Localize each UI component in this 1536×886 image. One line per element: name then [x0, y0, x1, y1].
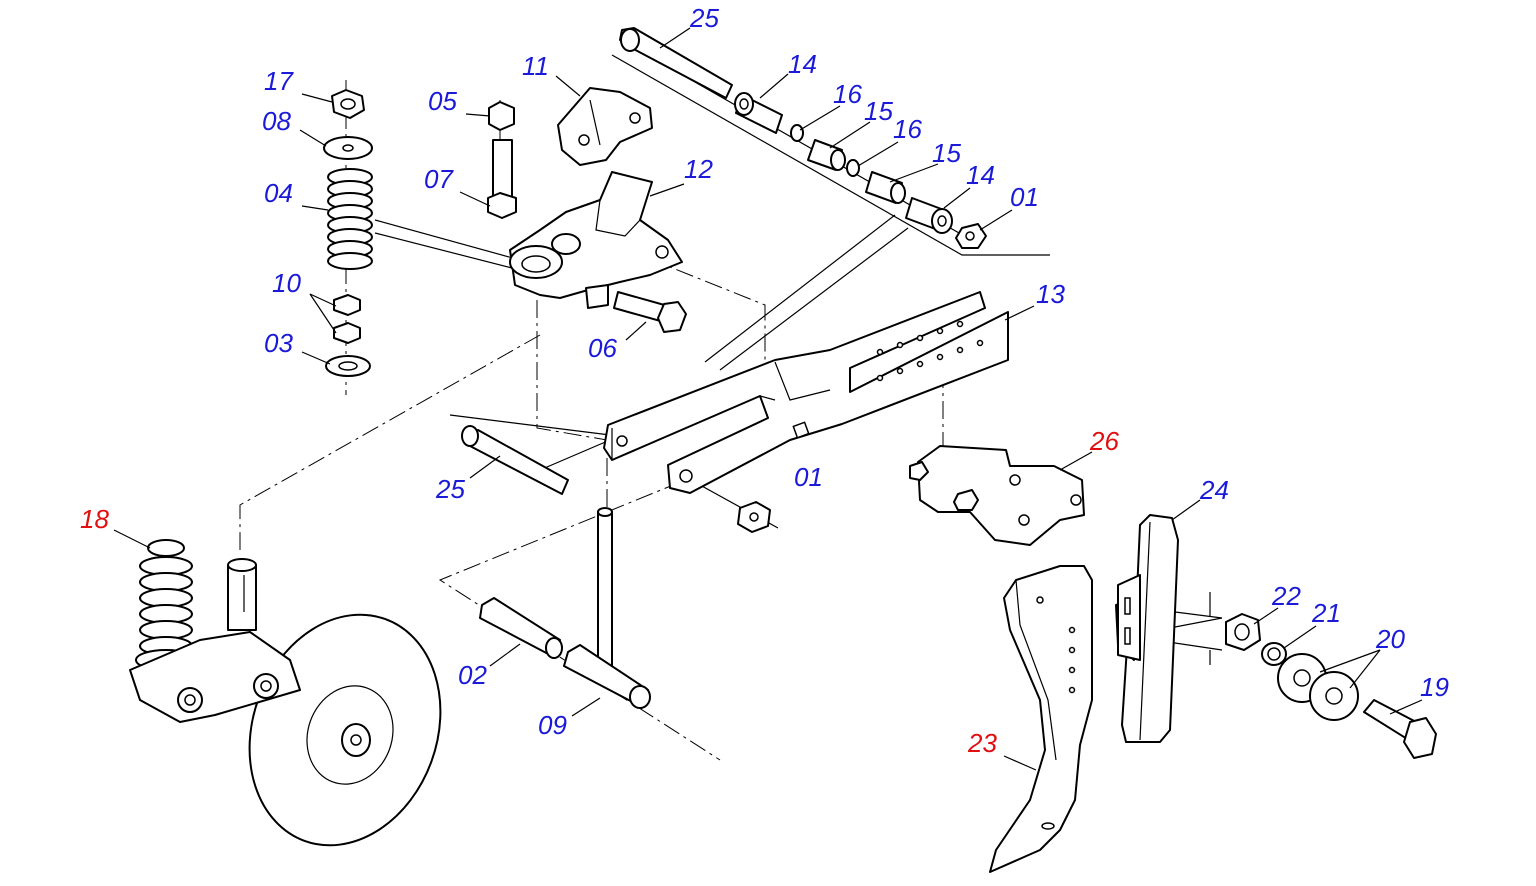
label-15-lower: 15: [932, 138, 961, 168]
label-17: 17: [264, 66, 294, 96]
label-01-upper: 01: [1010, 182, 1039, 212]
bolt-19: [1363, 699, 1437, 759]
disc-blade: [248, 613, 442, 847]
nut-01-upper: [955, 223, 987, 249]
bushing-14-lower: [905, 197, 953, 234]
label-19: 19: [1420, 672, 1449, 702]
label-07: 07: [424, 164, 454, 194]
label-20: 20: [1375, 624, 1405, 654]
nuts-10: [333, 294, 361, 344]
arm-18: [129, 631, 301, 723]
spring-stack: [323, 89, 373, 377]
bushing-14-upper: [734, 92, 783, 134]
pivot-bolt-assembly: [619, 27, 987, 249]
bolt-25-lower: [461, 425, 569, 495]
label-05: 05: [428, 86, 457, 116]
nut-22: [1225, 613, 1261, 651]
label-14-lower: 14: [966, 160, 995, 190]
clamp-11: [557, 87, 653, 166]
part-labels: 25 11 14 17 05 16 15 08 16 15 12 07 14 0…: [80, 3, 1449, 758]
label-13: 13: [1036, 279, 1065, 309]
label-09: 09: [538, 710, 567, 740]
label-25-lower: 25: [435, 474, 465, 504]
washer-08: [323, 136, 373, 160]
label-15-upper: 15: [864, 96, 893, 126]
plate-24: [1115, 514, 1179, 743]
label-03: 03: [264, 328, 293, 358]
label-25-upper: 25: [689, 3, 719, 33]
label-14-upper: 14: [788, 49, 817, 79]
bolt-05-07: [487, 101, 517, 219]
label-22: 22: [1271, 581, 1301, 611]
ring-16-upper: [790, 124, 804, 142]
washers-20: [1277, 653, 1359, 721]
label-02: 02: [458, 660, 487, 690]
sleeve-15-upper: [807, 139, 846, 171]
label-leaders: [113, 27, 1423, 771]
label-12: 12: [684, 154, 713, 184]
shank-23: [989, 565, 1093, 873]
label-24: 24: [1199, 475, 1229, 505]
bolt-06: [613, 291, 687, 333]
label-04: 04: [264, 178, 293, 208]
label-10: 10: [272, 268, 301, 298]
ring-16-lower: [846, 159, 860, 177]
pin-02: [479, 597, 563, 659]
label-11: 11: [522, 51, 549, 81]
label-16-lower: 16: [893, 114, 922, 144]
sleeve-15-lower: [865, 171, 906, 204]
post-09: [563, 507, 651, 709]
washer-03: [325, 355, 371, 377]
nut-01-lower: [737, 501, 771, 533]
label-01-lower: 01: [794, 462, 823, 492]
label-23: 23: [967, 728, 997, 758]
label-08: 08: [262, 106, 291, 136]
nut-17: [331, 89, 365, 119]
spring-04: [327, 168, 373, 270]
label-26: 26: [1089, 426, 1119, 456]
frame-arm-13: [603, 291, 1009, 494]
gauge-wheel-assembly-18: [129, 539, 442, 847]
bracket-12: [509, 171, 683, 309]
label-18: 18: [80, 504, 109, 534]
label-21: 21: [1311, 598, 1341, 628]
bracket-26: [909, 445, 1085, 546]
post-18: [227, 558, 257, 631]
pivot-bolt-25: [619, 27, 733, 99]
washer-21: [1261, 642, 1287, 666]
label-16-upper: 16: [833, 79, 862, 109]
label-06: 06: [588, 333, 617, 363]
